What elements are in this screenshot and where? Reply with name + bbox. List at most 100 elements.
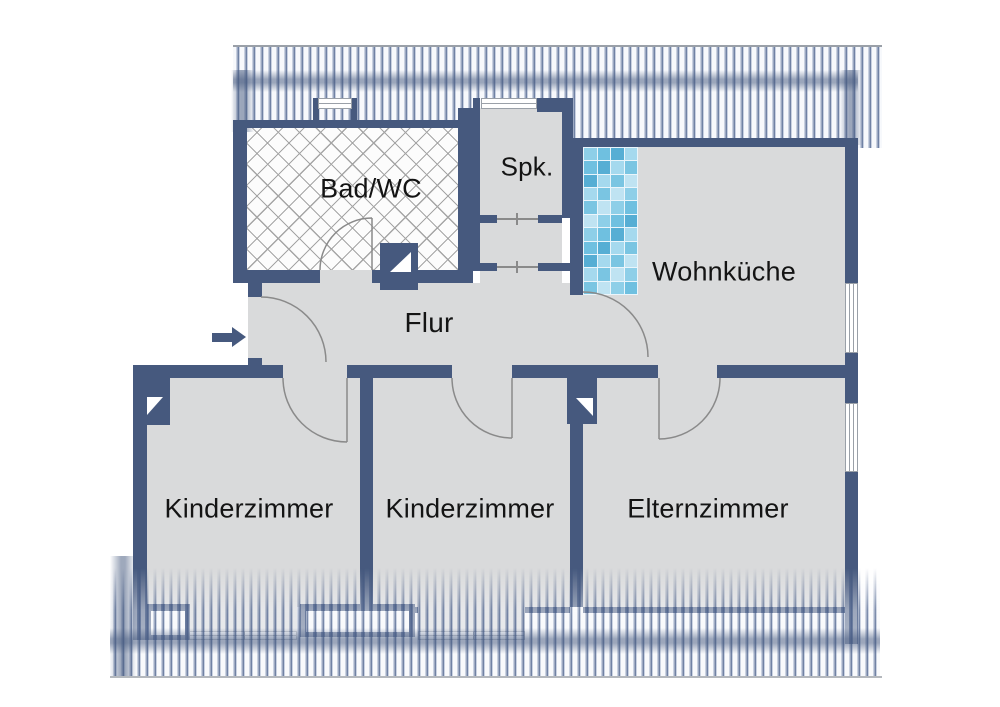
- wall-badwc-niche-left: [313, 98, 319, 122]
- elternzimmer-window: [845, 403, 858, 472]
- room-label-flur: Flur: [404, 307, 454, 338]
- kitchen-tile: [624, 214, 637, 228]
- kitchen-tile: [597, 174, 610, 188]
- room-label-elternzimmer: Elternzimmer: [627, 493, 789, 524]
- spk-vestibule-floor: [480, 218, 562, 283]
- kitchen-tile: [611, 161, 624, 174]
- kitchen-tile: [597, 148, 610, 161]
- kitchen-tile: [584, 214, 597, 228]
- wall-right-mid: [845, 353, 858, 403]
- kitchen-tile: [624, 228, 637, 241]
- kitchen-tile: [624, 174, 637, 188]
- kitchen-tile: [611, 201, 624, 214]
- spk-window: [481, 98, 537, 109]
- badwc-door-gap: [320, 270, 372, 283]
- kitchen-tile: [584, 241, 597, 254]
- wall-flur-bottom-2: [347, 365, 452, 378]
- eave-shadow-top: [233, 70, 858, 92]
- spk-threshold-stub: [480, 215, 497, 223]
- kitchen-tile: [597, 228, 610, 241]
- kitchen-tile: [624, 254, 637, 268]
- wall-spk-right: [562, 112, 573, 218]
- roof-hatch-bottom: [110, 568, 880, 676]
- room-label-spk: Spk.: [500, 151, 554, 182]
- eave-shadow-topleft: [231, 70, 254, 132]
- kitchen-tile: [597, 281, 610, 294]
- kitchen-tile: [611, 188, 624, 201]
- kitchen-tile: [611, 254, 624, 268]
- wall-badwc-bottom-left: [233, 270, 320, 283]
- kitchen-window: [845, 283, 858, 353]
- wall-entrance-stub: [248, 283, 262, 297]
- eave-shadow-bottom: [110, 628, 880, 654]
- kitchen-tile: [597, 241, 610, 254]
- kitchen-tile: [597, 161, 610, 174]
- wall-kinderzimmer-divider: [360, 378, 373, 607]
- kitchen-tile: [611, 228, 624, 241]
- roof-edge-top: [233, 45, 882, 47]
- room-label-kinderzimmer1: Kinderzimmer: [164, 493, 334, 524]
- kitchen-tile: [584, 281, 597, 294]
- kitchen-tile: [611, 148, 624, 161]
- entrance-door-stop: [248, 358, 262, 366]
- kitchen-tile: [584, 148, 597, 161]
- kitchen-tile: [597, 254, 610, 268]
- entrance-arrow-head: [232, 327, 246, 347]
- room-label-wohnkueche: Wohnküche: [652, 256, 796, 287]
- eave-shadow-bottomleft: [110, 556, 136, 676]
- kitchen-tile: [611, 214, 624, 228]
- chimney-kinderzimmer1: [133, 365, 170, 425]
- kitchen-tile: [611, 268, 624, 281]
- wall-elternzimmer-divider: [570, 378, 583, 607]
- kitchen-tile: [584, 254, 597, 268]
- wall-spk-topright: [537, 98, 573, 112]
- eave-shadow-topright: [840, 70, 862, 145]
- kitchen-tile: [584, 228, 597, 241]
- kitchen-tile: [584, 161, 597, 174]
- wall-badwc-left: [233, 120, 247, 283]
- kitchen-tile: [611, 174, 624, 188]
- elternzimmer-door-gap: [658, 365, 717, 378]
- kitchen-tiles: [583, 147, 638, 295]
- flur-threshold-stub: [538, 263, 573, 271]
- badwc-window: [318, 98, 352, 109]
- flur-threshold-stub: [473, 263, 497, 271]
- kitchen-tile: [597, 188, 610, 201]
- kitchen-tile: [624, 201, 637, 214]
- spk-threshold-stub: [538, 215, 562, 223]
- kitchen-tile: [597, 214, 610, 228]
- kitchen-tile: [624, 281, 637, 294]
- room-label-badwc: Bad/WC: [320, 173, 422, 204]
- wall-badwc-top: [233, 120, 470, 128]
- wall-kitchen-bottom: [717, 365, 845, 378]
- kitchen-tile: [611, 281, 624, 294]
- spk-threshold-tick: [516, 213, 518, 225]
- kinderzimmer1-door-gap: [283, 365, 347, 378]
- roof-edge-bottom: [110, 676, 882, 678]
- wall-kitchen-left: [570, 138, 583, 295]
- flur-threshold-tick: [516, 261, 518, 273]
- kinderzimmer2-door-gap: [452, 365, 512, 378]
- room-spk-floor: [480, 108, 562, 218]
- wall-spk-left: [473, 98, 480, 270]
- kitchen-tile: [624, 148, 637, 161]
- wall-right-upper: [845, 138, 858, 283]
- kitchen-tile: [597, 201, 610, 214]
- kitchen-tile: [624, 161, 637, 174]
- kitchen-tile: [597, 268, 610, 281]
- wall-badwc-niche-right: [351, 98, 357, 122]
- kitchen-tile: [611, 241, 624, 254]
- kitchen-tile: [624, 241, 637, 254]
- kitchen-tile: [584, 174, 597, 188]
- wall-badwc-right: [458, 108, 473, 283]
- kitchen-tile: [584, 268, 597, 281]
- wall-flur-bottom-3: [512, 365, 658, 378]
- entrance-arrow-icon: [212, 333, 232, 342]
- kitchen-tile: [584, 188, 597, 201]
- kitchen-tile: [624, 188, 637, 201]
- kitchen-tile: [584, 201, 597, 214]
- wall-flur-bottom-1: [133, 365, 283, 378]
- kitchen-tile: [624, 268, 637, 281]
- room-label-kinderzimmer2: Kinderzimmer: [385, 493, 555, 524]
